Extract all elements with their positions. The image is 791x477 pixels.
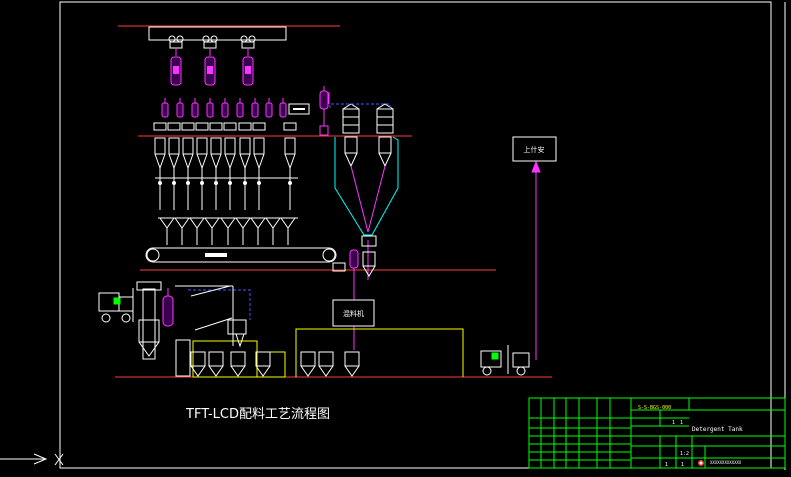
cyclone [283, 122, 297, 210]
material-flow-lines [328, 92, 541, 360]
ground-bin [318, 351, 334, 377]
feed-bag-center [349, 249, 359, 269]
tb-sheet-value: 1 [665, 462, 668, 468]
cyclone-group [153, 122, 298, 210]
right-process-box-label: 上什安 [524, 145, 545, 154]
cyclone [195, 122, 209, 210]
weigher [159, 217, 175, 245]
bag-unloader [136, 281, 247, 377]
weigher [265, 217, 281, 245]
big-bag-group [170, 48, 254, 86]
dashed-duct [329, 103, 391, 108]
small-bag [251, 98, 259, 118]
forklift-right [480, 345, 530, 376]
title-block [528, 397, 786, 469]
tb-project-name: Detergent Tank [692, 426, 743, 433]
storage-silos [342, 103, 394, 168]
conveyor-motor [205, 253, 227, 257]
right-process-box [512, 136, 557, 162]
small-bag [191, 98, 199, 118]
platform-frames [192, 328, 464, 378]
ground-bin [208, 351, 224, 377]
company-logo [698, 460, 704, 466]
tb-material-value: 1 [672, 420, 675, 426]
cyclone [153, 122, 167, 210]
tb-total-sheets: 1 [681, 462, 684, 468]
cyclone [181, 122, 195, 210]
small-bag [279, 98, 287, 118]
small-bag [265, 98, 273, 118]
hoist [240, 35, 256, 49]
ground-bin [344, 351, 360, 377]
weigher-group [158, 217, 298, 245]
small-bag-station [288, 86, 329, 136]
weigher [220, 217, 236, 245]
small-bag [221, 98, 229, 118]
mixer-box [332, 299, 375, 327]
collection-hopper [334, 136, 399, 236]
big-bag [170, 48, 182, 86]
hoist [202, 35, 218, 49]
cyclone [238, 122, 252, 210]
small-bag [206, 98, 214, 118]
big-bag [204, 48, 216, 86]
weigher [250, 217, 266, 245]
big-bag [242, 48, 254, 86]
forklift-left [98, 288, 134, 323]
small-bag [236, 98, 244, 118]
tb-drawing-no: S-S-BGS-000 [638, 405, 671, 411]
weigher [280, 217, 296, 245]
cyclone [252, 122, 266, 210]
belt-conveyor [145, 247, 337, 263]
tb-company-name: XXXXXXXXXXXXX [710, 460, 742, 465]
cyclone [167, 122, 181, 210]
dashed-duct-left [188, 289, 251, 320]
bag-dump-station [288, 103, 310, 115]
hoist-rail [148, 26, 287, 41]
small-bag [161, 98, 169, 118]
drawing-frame [59, 1, 772, 469]
tb-scale-value: 1:2 [680, 451, 689, 457]
ground-bin [230, 351, 246, 377]
ground-bin-group [190, 351, 360, 377]
ground-bin [190, 351, 206, 377]
ground-bin [255, 351, 271, 377]
tb-quantity-value: 1 [680, 420, 683, 426]
small-bag [176, 98, 184, 118]
cyclone [209, 122, 223, 210]
ground-bin [300, 351, 316, 377]
weigher [189, 217, 205, 245]
hoist [168, 35, 184, 49]
weigher [204, 217, 220, 245]
small-bag-group [161, 98, 287, 118]
discharge-valve [332, 235, 377, 277]
weigher [235, 217, 251, 245]
unloader-bag [162, 288, 174, 327]
mixer-box-label: 混料机 [343, 309, 364, 318]
weigher [174, 217, 190, 245]
ucs-icon [0, 453, 64, 466]
hoist-group [168, 35, 256, 49]
drawing-title: TFT-LCD配料工艺流程图 [185, 407, 330, 422]
cyclone [223, 122, 237, 210]
